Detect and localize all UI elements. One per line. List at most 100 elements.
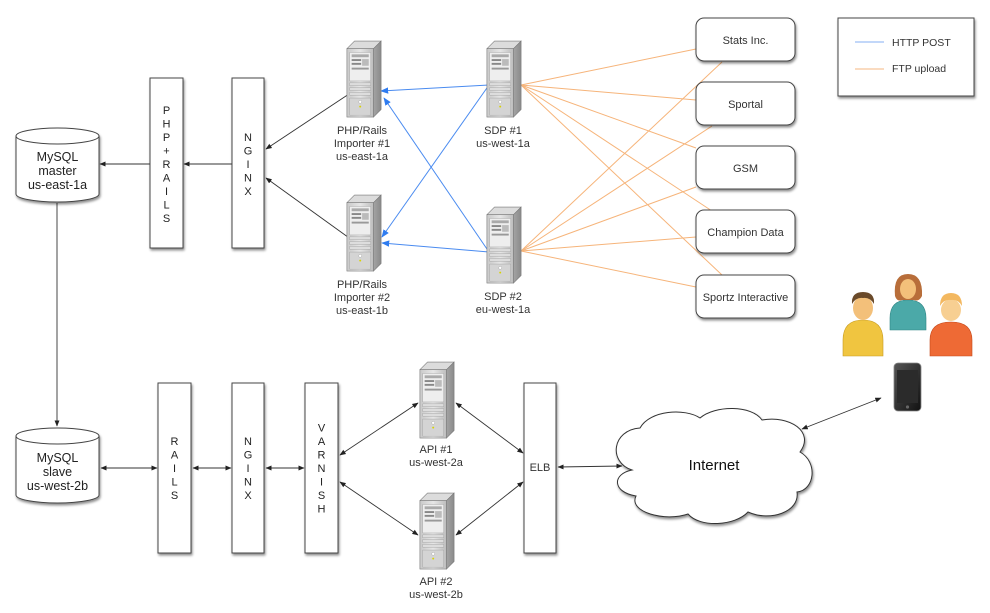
- api1-label-2: us-west-2a: [409, 457, 464, 469]
- sdp2-label-1: SDP #2: [484, 291, 522, 303]
- provider-stats-inc-label: Stats Inc.: [723, 35, 769, 47]
- provider-sportz-interactive[interactable]: [695, 274, 796, 319]
- vertical-letter: S: [163, 213, 170, 225]
- vertical-letter: N: [244, 436, 252, 448]
- nginx-bottom-box[interactable]: [231, 382, 265, 554]
- provider-sportal-label: Sportal: [728, 99, 763, 111]
- server-importer2[interactable]: [346, 194, 382, 272]
- ftp-sportal-to-sdp1: [520, 84, 697, 101]
- mysql-slave-label-1: MySQL: [37, 451, 79, 465]
- vertical-letter: L: [171, 477, 177, 489]
- user-blonde-icon: [929, 293, 973, 357]
- http-sdp2-to-importer1: [383, 97, 490, 253]
- importer1-label-2: Importer #1: [334, 138, 390, 150]
- nginx-top-box[interactable]: [231, 77, 265, 249]
- mysql-slave-label-3: us-west-2b: [27, 479, 88, 493]
- server-icon: [419, 361, 455, 439]
- mysql-master-db[interactable]: [15, 127, 100, 203]
- vertical-letter: N: [318, 463, 326, 475]
- edge-elb-internet: [557, 463, 623, 470]
- ftp-champion-data-to-sdp1: [520, 84, 713, 212]
- vertical-letter: R: [171, 436, 179, 448]
- ftp-sportz-interactive-to-sdp2: [520, 250, 697, 288]
- server-icon: [419, 492, 455, 570]
- provider-gsm-label: GSM: [733, 163, 758, 175]
- vertical-letter: L: [163, 200, 169, 212]
- edge-api2-elb: [455, 481, 524, 536]
- vertical-letter: I: [246, 159, 249, 171]
- importer1-label-1: PHP/Rails: [337, 125, 388, 137]
- server-sdp2[interactable]: [486, 206, 522, 284]
- provider-champion-data[interactable]: [695, 209, 796, 254]
- server-icon: [486, 206, 522, 284]
- varnish-box[interactable]: [304, 382, 339, 554]
- api2-label-2: us-west-2b: [409, 589, 463, 601]
- rails-box[interactable]: [157, 382, 192, 554]
- mysql-master-label-3: us-east-1a: [28, 178, 87, 192]
- mysql-master-label-2: master: [38, 164, 76, 178]
- vertical-letter: N: [244, 132, 252, 144]
- vertical-letter: I: [320, 477, 323, 489]
- vertical-letter: X: [244, 186, 252, 198]
- ftp-sportz-interactive-to-sdp1: [520, 84, 723, 276]
- ftp-lines-sdp1: [520, 48, 723, 276]
- edge-internet-device: [801, 397, 882, 430]
- vertical-letter: +: [163, 146, 169, 158]
- vertical-letter: N: [244, 477, 252, 489]
- ftp-sportal-to-sdp2: [520, 125, 713, 252]
- sdp1-label-1: SDP #1: [484, 125, 522, 137]
- elb-label: ELB: [530, 462, 551, 474]
- ftp-stats-inc-to-sdp2: [520, 61, 723, 252]
- ftp-champion-data-to-sdp2: [520, 236, 697, 252]
- server-sdp1[interactable]: [486, 40, 522, 118]
- provider-stats-inc[interactable]: [695, 17, 796, 62]
- server-api1[interactable]: [419, 361, 455, 439]
- server-api2[interactable]: [419, 492, 455, 570]
- server-icon: [346, 194, 382, 272]
- http-sdp2-to-importer2: [381, 240, 490, 253]
- edge-varnish-api2: [339, 481, 419, 536]
- provider-gsm[interactable]: [695, 145, 796, 190]
- ftp-lines-sdp2: [520, 61, 723, 288]
- vertical-letter: G: [244, 146, 253, 158]
- php-rails-box[interactable]: [149, 77, 184, 249]
- internet-cloud[interactable]: [615, 408, 813, 525]
- server-importer1[interactable]: [346, 40, 382, 118]
- ftp-gsm-to-sdp1: [520, 84, 697, 149]
- mysql-master-label-1: MySQL: [37, 150, 79, 164]
- provider-sportz-interactive-label: Sportz Interactive: [703, 292, 789, 304]
- legend-box: [837, 17, 975, 97]
- sdp2-label-2: eu-west-1a: [476, 304, 531, 316]
- vertical-letter: I: [173, 463, 176, 475]
- vertical-letter: S: [318, 490, 325, 502]
- mysql-slave-db[interactable]: [15, 427, 100, 504]
- vertical-letter: R: [318, 450, 326, 462]
- vertical-letter: N: [244, 173, 252, 185]
- internet-label: Internet: [689, 457, 741, 474]
- vertical-letter: I: [246, 463, 249, 475]
- provider-sportal[interactable]: [695, 81, 796, 126]
- elb-box[interactable]: [523, 382, 557, 554]
- edges: [54, 48, 882, 536]
- importer2-label-1: PHP/Rails: [337, 279, 388, 291]
- vertical-letter: X: [244, 490, 252, 502]
- smartphone-icon[interactable]: [893, 362, 922, 412]
- vertical-letter: H: [163, 119, 171, 131]
- importer1-label-3: us-east-1a: [336, 151, 389, 163]
- vertical-letter: A: [318, 436, 326, 448]
- vertical-letter: R: [163, 159, 171, 171]
- providers: Stats Inc. Sportal GSM Champion Data Spo…: [695, 17, 796, 319]
- http-sdp1-to-importer2: [381, 84, 490, 238]
- server-icon: [486, 40, 522, 118]
- legend-label-ftp-upload: FTP upload: [892, 63, 946, 75]
- vertical-letter: V: [318, 423, 326, 435]
- users-icon: [842, 274, 973, 357]
- edge-api1-elb: [455, 402, 524, 454]
- user-woman-icon: [889, 274, 927, 331]
- ftp-stats-inc-to-sdp1: [520, 48, 697, 86]
